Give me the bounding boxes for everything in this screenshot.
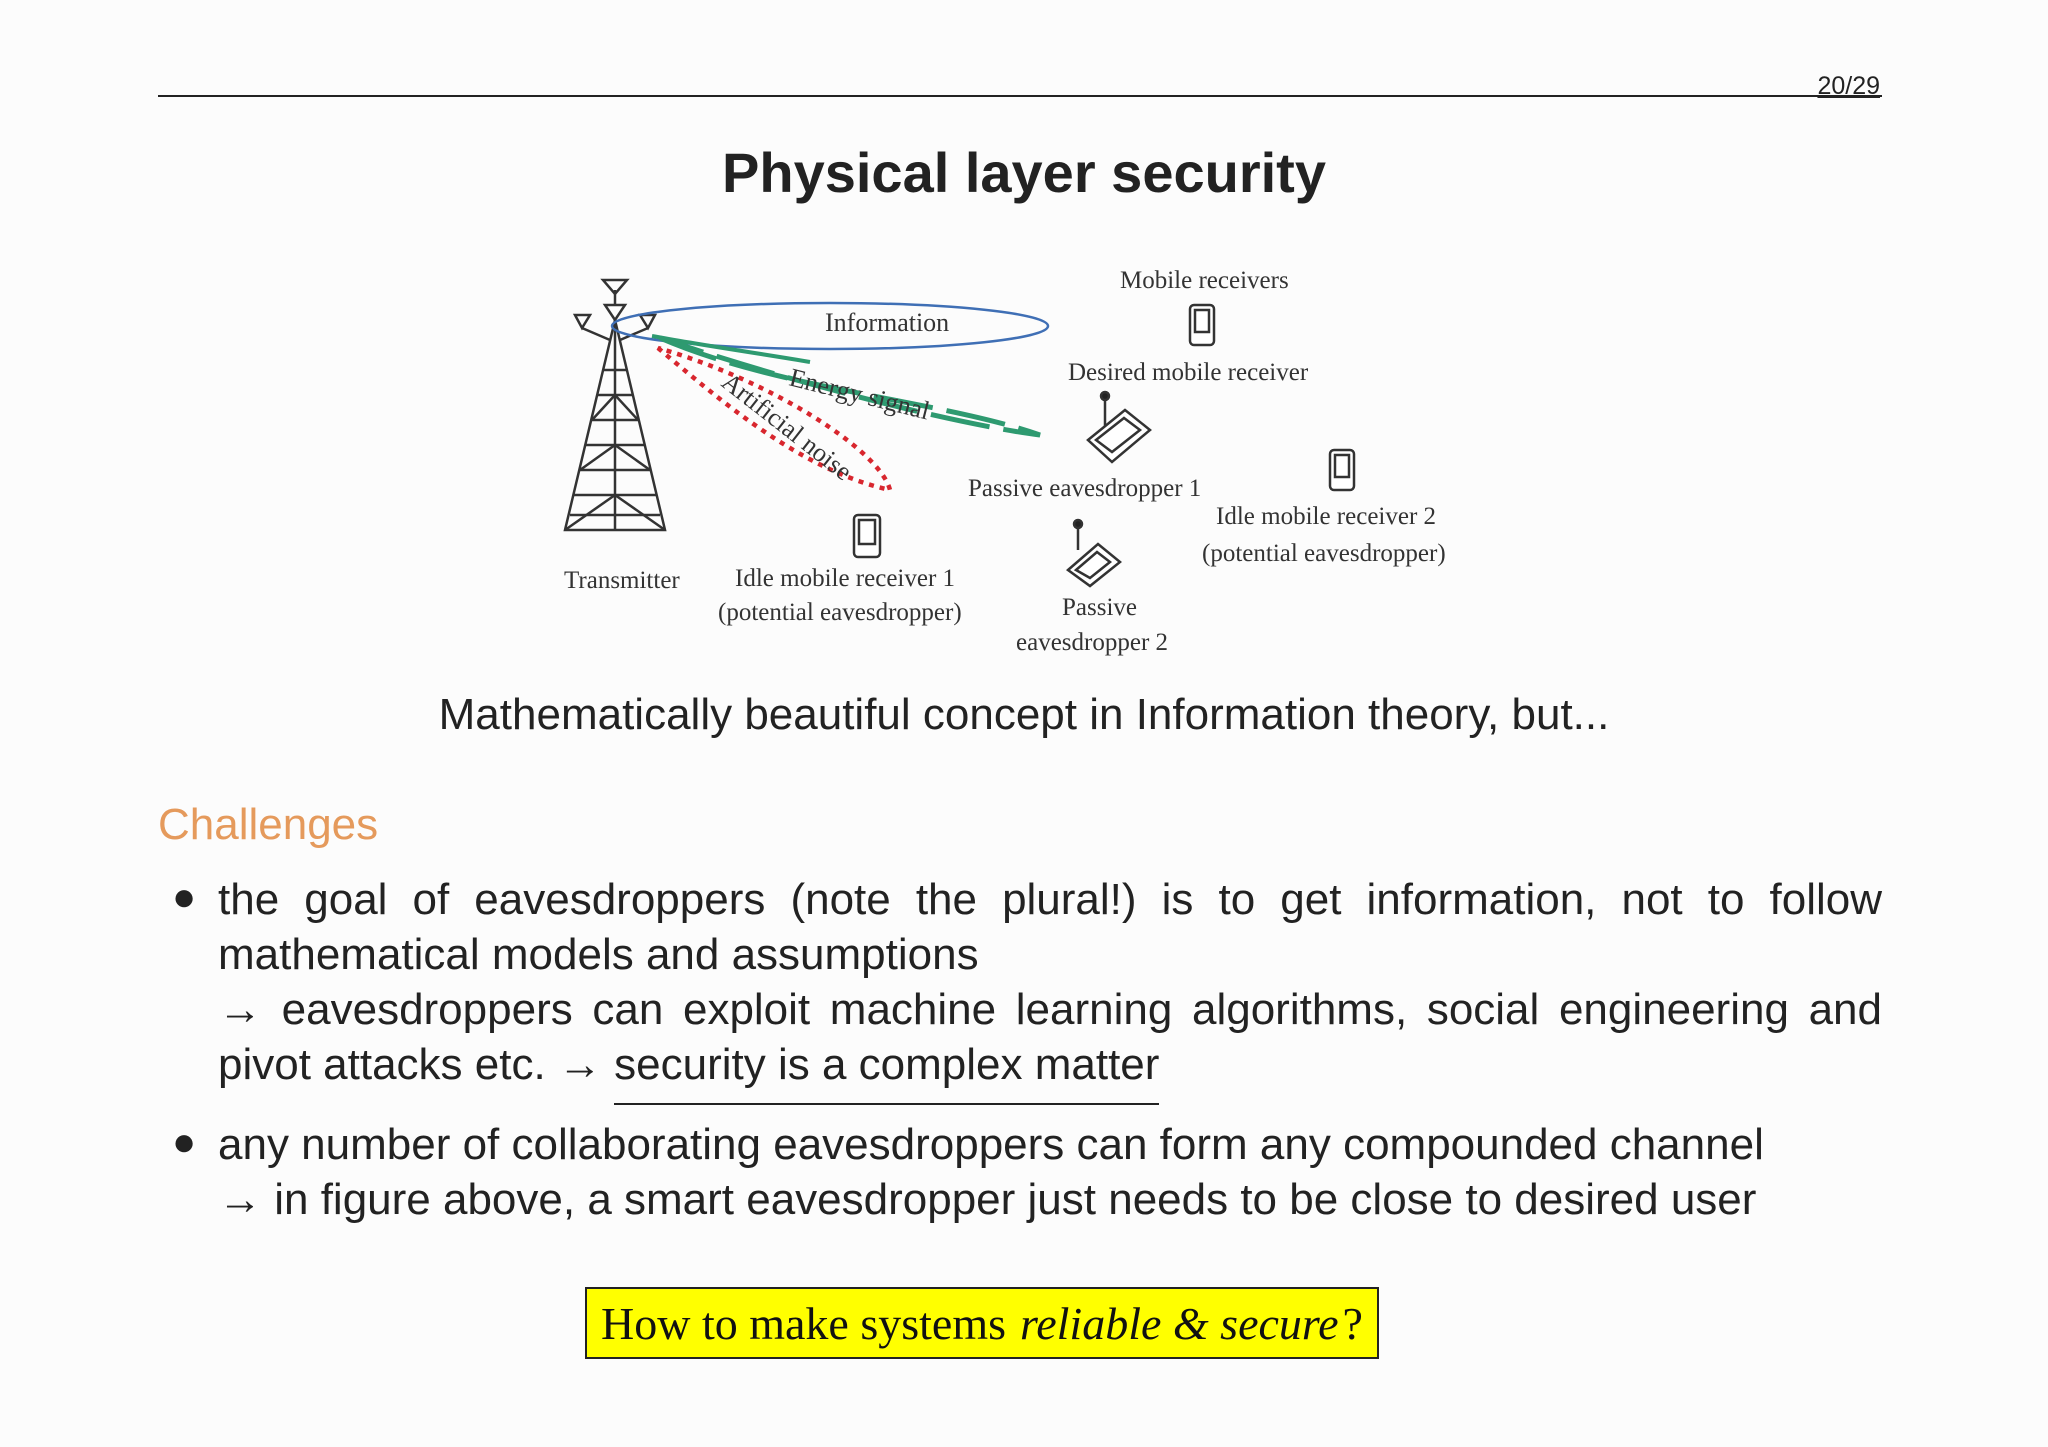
question-emphasis: reliable & secure xyxy=(1020,1297,1339,1349)
information-beam xyxy=(610,301,1050,351)
label-passive-eavesdropper-1: Passive eavesdropper 1 xyxy=(968,475,1201,502)
label-passive-eavesdropper-2a: Passive xyxy=(1062,594,1137,621)
page-number: 20/29 xyxy=(1817,72,1880,100)
header-rule xyxy=(158,95,1882,97)
bullet-dot: ● xyxy=(172,875,197,919)
bullet-line: any number of collaborating eavesdropper… xyxy=(218,1120,1764,1169)
eavesdropper-device-icon xyxy=(1065,518,1122,588)
physical-layer-security-diagram: Mobile receivers Information Desired mob… xyxy=(563,267,1446,656)
label-idle-receiver-1: Idle mobile receiver 1 xyxy=(735,565,955,592)
label-idle-receiver-2-note: (potential eavesdropper) xyxy=(1202,540,1446,567)
mobile-phone-icon xyxy=(1328,448,1356,492)
mobile-phone-icon xyxy=(1188,303,1216,347)
question-suffix: ? xyxy=(1342,1297,1363,1349)
bullet-item: ● any number of collaborating eavesdropp… xyxy=(158,1117,1882,1227)
label-information: Information xyxy=(825,308,949,337)
section-heading: Challenges xyxy=(158,800,379,849)
question-prefix: How to make systems xyxy=(601,1297,1007,1349)
label-idle-receiver-2: Idle mobile receiver 2 xyxy=(1216,503,1436,530)
figure-caption: Mathematically beautiful concept in Info… xyxy=(438,690,1610,739)
label-passive-eavesdropper-2b: eavesdropper 2 xyxy=(1016,629,1168,656)
label-desired-receiver: Desired mobile receiver xyxy=(1068,359,1309,386)
underlined-emphasis: security is a complex matter xyxy=(614,1040,1160,1105)
label-transmitter: Transmitter xyxy=(564,567,680,594)
bullet-item: ● the goal of eavesdroppers (note the pl… xyxy=(158,872,1882,1105)
artificial-noise-beam xyxy=(656,345,894,493)
label-idle-receiver-1-note: (potential eavesdropper) xyxy=(718,599,962,626)
bullet-dot: ● xyxy=(172,1120,197,1164)
bullet-line: → in figure above, a smart eavesdropper … xyxy=(218,1175,1757,1224)
eavesdropper-device-icon xyxy=(1086,390,1152,464)
energy-signal-beam xyxy=(659,335,1041,438)
label-mobile-receivers: Mobile receivers xyxy=(1120,267,1289,294)
bullet-line: → eavesdroppers can exploit machine lear… xyxy=(218,985,1882,1089)
transmitter-tower-icon xyxy=(563,278,667,532)
slide-title: Physical layer security xyxy=(722,141,1326,204)
mobile-phone-icon xyxy=(852,513,882,559)
bullet-line: the goal of eavesdroppers (note the plur… xyxy=(218,875,1882,979)
